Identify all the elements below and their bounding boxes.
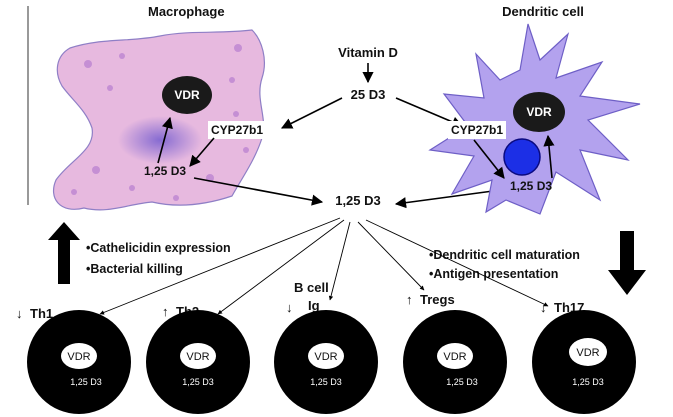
dendritic-product-label: 1,25 D3 — [510, 179, 552, 193]
tregs-label: Tregs — [420, 292, 455, 307]
tregs-vdr-nucleus — [437, 343, 473, 369]
macrophage-vdr-nucleus — [162, 76, 212, 114]
th17-ligand-label: 1,25 D3 — [572, 377, 604, 387]
bcell-sub-label: Ig — [308, 298, 320, 313]
bcell-label: B cell — [294, 280, 329, 295]
macrophage-effect-2: •Bacterial killing — [86, 262, 183, 276]
dendritic-title: Dendritic cell — [502, 4, 584, 19]
target-th1: ↓ Th1 VDR 1,25 D3 — [16, 306, 131, 414]
vitamin-d-label: Vitamin D — [338, 45, 398, 60]
macrophage-to-vdr-arrow — [157, 116, 173, 164]
down-large-arrow — [608, 231, 646, 295]
fanout-arrows — [99, 217, 549, 315]
macrophage-dots — [71, 44, 249, 201]
macrophage-inner-region — [118, 116, 202, 164]
dendritic-effect-2: •Antigen presentation — [429, 267, 558, 281]
th1-ligand-label: 1,25 D3 — [70, 377, 102, 387]
th1-label: Th1 — [30, 306, 53, 321]
th17-vdr-label: VDR — [576, 347, 599, 359]
th2-vdr-label: VDR — [186, 351, 209, 363]
dendritic-enzyme-arrow — [473, 139, 505, 179]
dendritic-to-vdr-arrow — [543, 134, 555, 179]
target-th2: ↑ Th2 VDR 1,25 D3 — [146, 304, 250, 414]
precursor-to-macrophage-arrow — [280, 97, 343, 129]
precursor-label: 25 D3 — [351, 87, 386, 102]
th1-direction-arrow: ↓ — [16, 306, 23, 321]
target-tregs: ↑ Tregs VDR 1,25 D3 — [403, 292, 507, 414]
tregs-ligand-label: 1,25 D3 — [446, 377, 478, 387]
th2-direction-arrow: ↑ — [162, 304, 169, 319]
tregs-vdr-label: VDR — [443, 351, 466, 363]
dendritic-enzyme-label: CYP27b1 — [451, 123, 503, 137]
dendritic-vdr-label: VDR — [526, 105, 552, 119]
bcell-ligand-label: 1,25 D3 — [310, 377, 342, 387]
dendritic-blue-nucleus — [503, 138, 541, 176]
macrophage-to-active-arrow — [193, 177, 324, 206]
th2-vdr-nucleus — [180, 343, 216, 369]
dendritic-enzyme-box — [448, 121, 506, 139]
macrophage-enzyme-arrow — [189, 137, 215, 167]
up-large-arrow — [48, 222, 80, 284]
th1-vdr-label: VDR — [67, 351, 90, 363]
bcell-vdr-label: VDR — [314, 351, 337, 363]
th17-vdr-nucleus — [569, 338, 607, 366]
th17-direction-arrow: ↓ — [540, 300, 547, 315]
macrophage-vdr-label: VDR — [174, 88, 200, 102]
bcell-direction-arrow: ↓ — [286, 300, 293, 315]
target-th17: ↓ Th17 VDR 1,25 D3 — [532, 300, 636, 414]
macrophage-title: Macrophage — [148, 4, 225, 19]
th1-vdr-nucleus — [61, 343, 97, 369]
active-d3-label: 1,25 D3 — [335, 193, 381, 208]
tregs-direction-arrow: ↑ — [406, 292, 413, 307]
macrophage-effect-1: •Cathelicidin expression — [86, 241, 231, 255]
th2-ligand-label: 1,25 D3 — [182, 377, 214, 387]
macrophage-enzyme-label: CYP27b1 — [211, 123, 263, 137]
dendritic-vdr-nucleus — [513, 92, 565, 132]
dendritic-effect-1: •Dendritic cell maturation — [429, 248, 580, 262]
bcell-vdr-nucleus — [308, 343, 344, 369]
macrophage-product-label: 1,25 D3 — [144, 164, 186, 178]
target-bcell: B cell ↓ Ig VDR 1,25 D3 — [274, 280, 378, 414]
macrophage-enzyme-box — [208, 121, 266, 139]
